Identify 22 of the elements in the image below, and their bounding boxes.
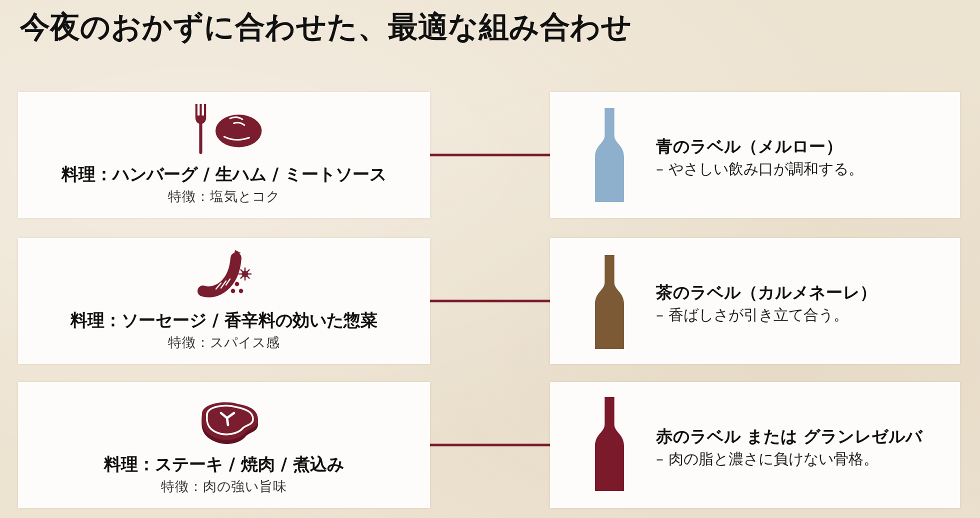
wine-description: – やさしい飲み口が調和する。 bbox=[656, 159, 864, 180]
connector-line bbox=[430, 444, 550, 446]
wine-card bbox=[550, 382, 960, 508]
dish-name: 料理：ソーセージ / 香辛料の効いた惣菜 bbox=[70, 310, 378, 332]
connector-line bbox=[430, 154, 550, 156]
wine-name: 茶のラベル（カルメネーレ） bbox=[656, 282, 877, 304]
wine-name: 青のラベル（メルロー） bbox=[656, 136, 843, 158]
dish-name: 料理：ステーキ / 焼肉 / 煮込み bbox=[104, 454, 344, 476]
wine-card bbox=[550, 238, 960, 364]
wine-name: 赤のラベル または グランレゼルバ bbox=[656, 426, 922, 448]
dish-feature: 特徴：塩気とコク bbox=[168, 188, 280, 207]
wine-card bbox=[550, 92, 960, 218]
dish-card bbox=[18, 382, 430, 508]
connector-line bbox=[430, 300, 550, 302]
wine-description: – 香ばしさが引き立て合う。 bbox=[656, 305, 848, 326]
title: 今夜のおかずに合わせた、最適な組み合わせ bbox=[20, 10, 632, 46]
dish-card bbox=[18, 92, 430, 218]
dish-card bbox=[18, 238, 430, 364]
dish-name: 料理：ハンバーグ / 生ハム / ミートソース bbox=[61, 164, 387, 186]
dish-feature: 特徴：肉の強い旨味 bbox=[161, 478, 287, 497]
dish-feature: 特徴：スパイス感 bbox=[168, 334, 280, 353]
wine-description: – 肉の脂と濃さに負けない骨格。 bbox=[656, 449, 878, 470]
